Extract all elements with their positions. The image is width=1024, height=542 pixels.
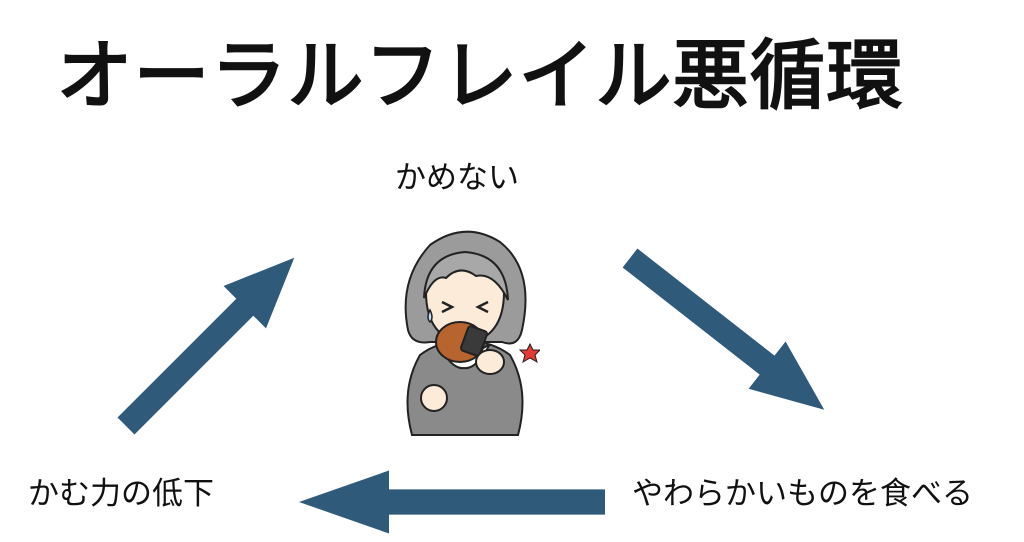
diagram-title: オーラルフレイル悪循環 bbox=[56, 31, 904, 120]
arrow-right-to-left bbox=[299, 470, 605, 534]
step-label-eat-soft-food: やわらかいものを食べる bbox=[632, 476, 973, 512]
elderly-woman-chewing-illustration bbox=[404, 230, 540, 436]
arrow-top-to-right bbox=[611, 234, 843, 434]
step-label-chewing-decline: かむ力の低下 bbox=[28, 476, 214, 512]
arrow-left-to-top bbox=[104, 236, 316, 448]
step-label-cannot-chew: かめない bbox=[395, 160, 519, 196]
